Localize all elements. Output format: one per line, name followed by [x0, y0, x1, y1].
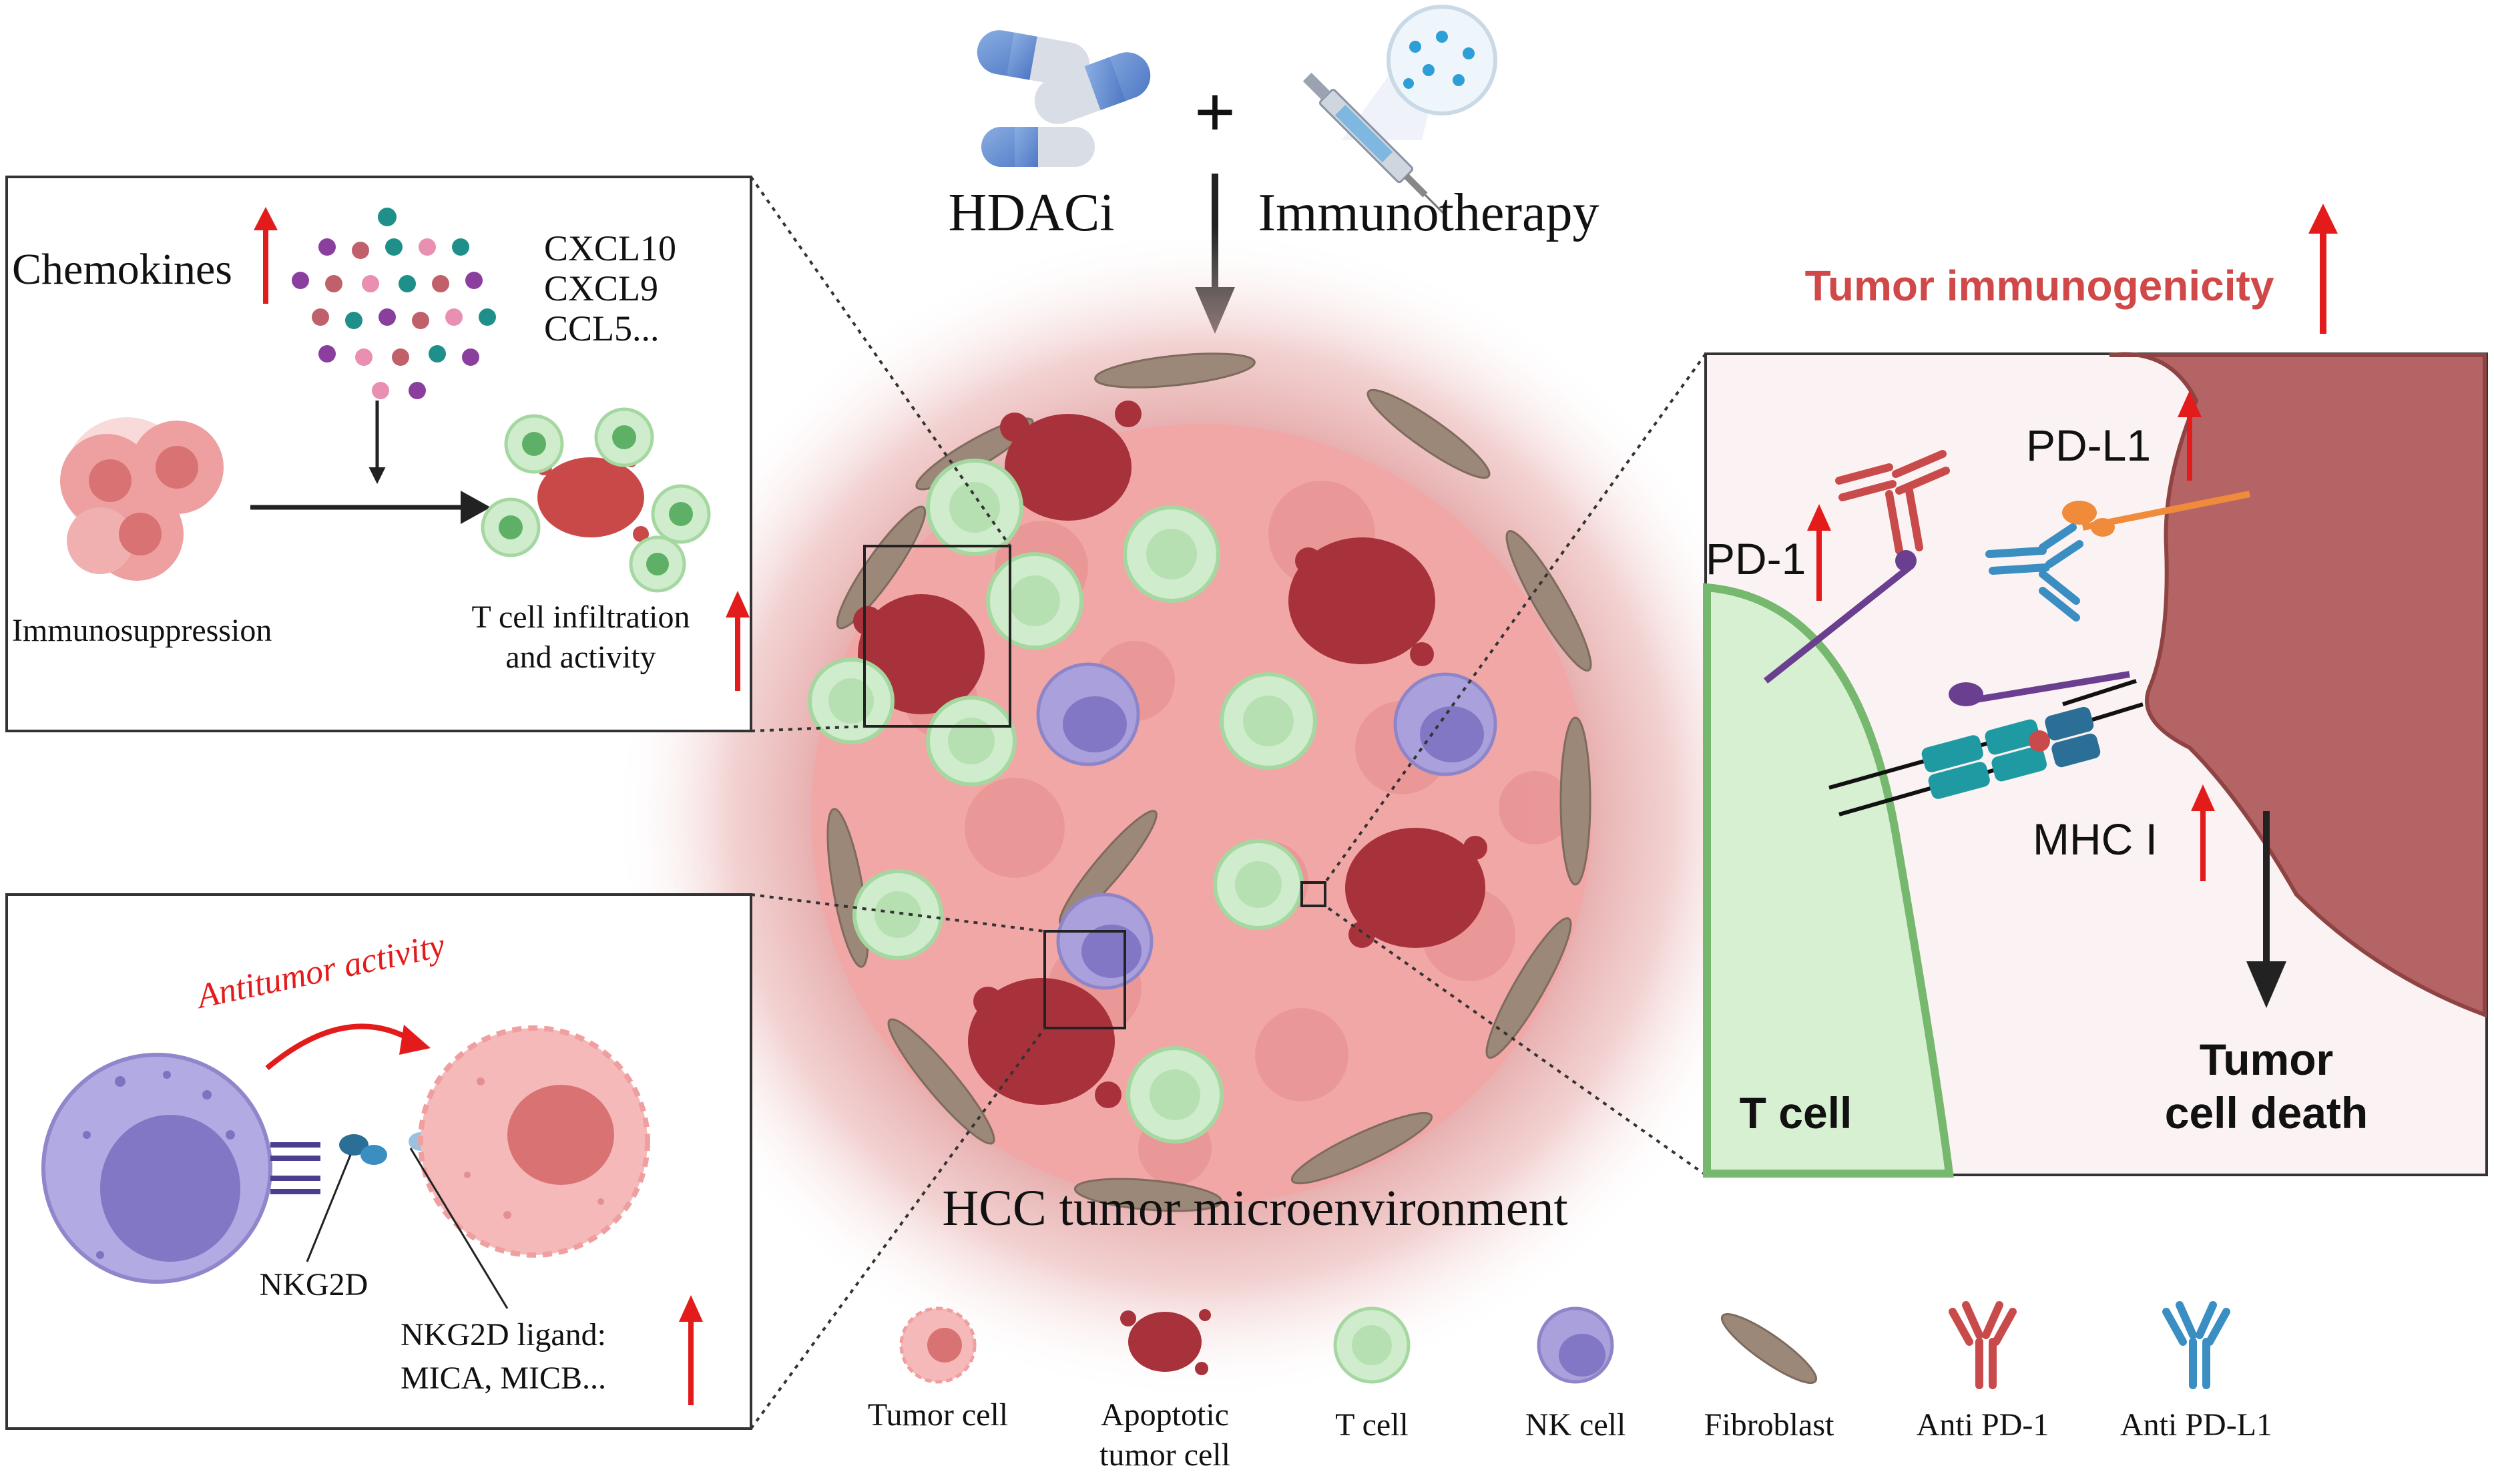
chemokine-dots — [292, 208, 496, 399]
target-tumor-cell — [418, 1025, 650, 1258]
chemokine-list-item-2: CXCL9 — [544, 268, 658, 308]
legend-label-apoptotic: Apoptotic — [1101, 1397, 1229, 1433]
apoptotic-clusters — [853, 401, 1487, 1108]
mhc-tcr-complex — [1828, 671, 2144, 816]
t-cell-label: T cell — [1740, 1088, 1852, 1138]
zoom-box-immuno — [1300, 881, 1326, 907]
antitumor-activity-arrow — [265, 1023, 416, 1071]
pd1-label: PD-1 — [1706, 534, 1806, 583]
chemokine-list-item-3: CCL5... — [544, 308, 660, 348]
zoom-box-chemokine — [863, 545, 1011, 728]
nk-cell-icon — [1537, 1306, 1614, 1384]
legend-label-anti-pdl1: Anti PD-L1 — [2120, 1407, 2272, 1443]
red-up-arrow-icon — [679, 1295, 703, 1405]
t-cell-membrane — [1703, 583, 1954, 1178]
fibroblast-ring — [826, 352, 1592, 1212]
infiltration-caption-line1: T cell infiltration — [471, 599, 690, 635]
chemokines-heading: Chemokines — [12, 245, 232, 294]
legend: Tumor cell Apoptotic tumor cell T cell N… — [868, 1301, 2272, 1473]
t-cell-cluster-icon — [481, 407, 711, 593]
legend-label-apoptotic-2: tumor cell — [1099, 1437, 1230, 1473]
pd1-receptor — [1763, 565, 1912, 684]
plus-sign: + — [1194, 71, 1236, 153]
immunotherapy-label: Immunotherapy — [1258, 184, 1599, 242]
tumor-cell-death-line2: cell death — [2165, 1088, 2368, 1138]
red-up-arrow-icon — [1807, 504, 1831, 601]
anti-pd1-antibody — [1835, 450, 1950, 555]
infiltration-caption-line2: and activity — [505, 640, 656, 675]
chemokine-panel: Chemokines CXCL10 CXCL9 CCL5... — [5, 176, 752, 732]
red-up-arrow-icon — [2191, 784, 2215, 881]
red-up-arrow-icon — [726, 591, 750, 691]
tumor-microenvironment: HCC tumor microenvironment — [614, 227, 1789, 1402]
nkg2d-label: NKG2D — [260, 1267, 368, 1302]
immunogenicity-panel: Tumor immunogenicity PD-1 P — [1703, 204, 2488, 1178]
tumor-cell-icon — [899, 1306, 977, 1384]
nk-cells — [1036, 662, 1497, 990]
syringe-icon — [1302, 5, 1497, 215]
mhc-label: MHC I — [2033, 814, 2158, 864]
receptor-cluster — [270, 1142, 320, 1194]
tumor-immunogenicity-heading: Tumor immunogenicity — [1805, 262, 2274, 310]
tme-title: HCC tumor microenvironment — [942, 1180, 1567, 1236]
fibroblast-icon — [1720, 1313, 1818, 1384]
capsule-pills-icon — [977, 30, 1151, 167]
legend-label-t-cell: T cell — [1335, 1407, 1409, 1443]
immunosuppression-caption: Immunosuppression — [12, 613, 272, 648]
tumor-cluster-icon — [60, 417, 224, 581]
hdaci-label: HDACi — [949, 184, 1115, 242]
nkg2d-ligand-line1: NKG2D ligand: — [401, 1317, 606, 1352]
t-cell-icon — [1333, 1306, 1411, 1384]
red-up-arrow-icon — [2178, 391, 2202, 481]
tumor-cell-death-line1: Tumor — [2200, 1035, 2333, 1084]
nk-panel: Antitumor activity NKG2D NKG2D ligand: M… — [5, 893, 752, 1430]
nkg2d-ligand-line2: MICA, MICB... — [401, 1361, 606, 1396]
top-drugs: + HDACi Immunotherapy — [949, 5, 1599, 334]
anti-pdl1-antibody — [1985, 523, 2083, 622]
apoptotic-cell-icon — [1120, 1309, 1211, 1375]
legend-label-nk-cell: NK cell — [1525, 1407, 1626, 1443]
antibody-red-icon — [1949, 1301, 2017, 1389]
legend-label-anti-pd1: Anti PD-1 — [1917, 1407, 2049, 1443]
red-up-arrow-icon — [2308, 204, 2338, 334]
zoom-box-nk — [1043, 930, 1126, 1029]
chemokine-list-item-1: CXCL10 — [544, 228, 676, 268]
connector-lines — [750, 176, 1707, 1430]
pdl1-label: PD-L1 — [2026, 421, 2151, 470]
antibody-blue-icon — [2162, 1301, 2230, 1389]
legend-label-tumor-cell: Tumor cell — [868, 1397, 1008, 1433]
legend-label-fibroblast: Fibroblast — [1704, 1407, 1834, 1443]
red-up-arrow-icon — [254, 207, 278, 304]
